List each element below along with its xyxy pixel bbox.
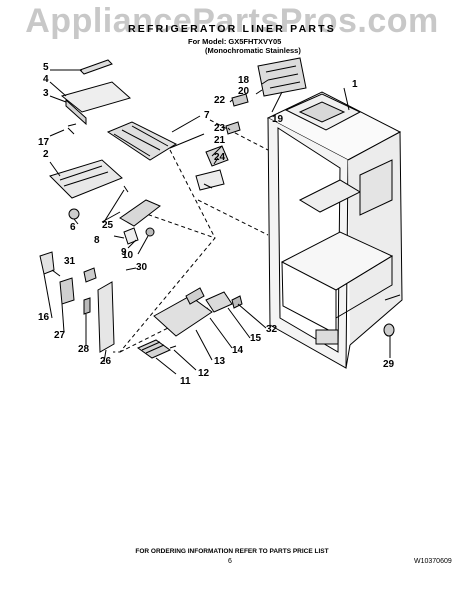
callout-13: 13 — [214, 356, 226, 367]
callout-18: 18 — [238, 75, 250, 86]
ordering-note: FOR ORDERING INFORMATION REFER TO PARTS … — [135, 548, 329, 555]
page-title: REFRIGERATOR LINER PARTS — [128, 23, 336, 35]
part-5-bracket — [79, 59, 113, 75]
callout-11: 11 — [180, 376, 191, 387]
part-15-bracket — [205, 291, 233, 313]
callout-6: 6 — [70, 222, 76, 233]
callout-9: 9 — [121, 247, 127, 258]
callout-7: 7 — [204, 110, 210, 121]
callout-12: 12 — [198, 368, 210, 379]
part-25-screw — [123, 185, 129, 193]
part-6-knob — [68, 208, 80, 220]
leader-lines — [43, 69, 391, 375]
model-line: For Model: GX5FHTXVY05 — [188, 37, 282, 46]
part-26-duct — [97, 281, 115, 353]
part-21-damper — [205, 145, 229, 167]
part-9-bulb — [123, 227, 139, 245]
callout-8: 8 — [94, 235, 100, 246]
callout-10: 10 — [122, 250, 134, 261]
part-14-cover — [185, 287, 205, 305]
liner-part-1 — [266, 87, 403, 369]
part-8-bracket — [119, 199, 161, 227]
callout-5: 5 — [43, 62, 49, 73]
part-23-clip — [225, 121, 241, 135]
callout-14: 14 — [232, 345, 244, 356]
callout-29: 29 — [383, 359, 395, 370]
part-29-leveler — [383, 323, 395, 337]
part-24-heater — [195, 169, 225, 191]
part-22-clip — [231, 93, 249, 107]
callout-4: 4 — [43, 74, 49, 85]
callout-2: 2 — [43, 149, 49, 160]
callout-25: 25 — [102, 220, 114, 231]
part-16-bracket — [39, 251, 55, 275]
callout-22: 22 — [214, 95, 226, 106]
callout-15: 15 — [250, 333, 262, 344]
callout-26: 26 — [100, 356, 112, 367]
callout-17: 17 — [38, 137, 50, 148]
callout-32: 32 — [266, 324, 278, 335]
variant-line: (Monochromatic Stainless) — [205, 46, 301, 55]
part-17-screw — [67, 123, 77, 135]
callout-23: 23 — [214, 123, 226, 134]
document-number: W10370609 — [414, 558, 452, 565]
callout-21: 21 — [214, 135, 226, 146]
part-13-housing — [153, 295, 213, 337]
part-4-housing — [60, 81, 132, 113]
callout-3: 3 — [43, 88, 49, 99]
part-12-screw — [169, 345, 177, 349]
part-27-bracket — [59, 277, 75, 305]
part-10-socket — [145, 227, 155, 237]
callout-20: 20 — [238, 86, 250, 97]
callout-27: 27 — [54, 330, 66, 341]
callout-28: 28 — [78, 344, 90, 355]
callout-16: 16 — [38, 312, 50, 323]
watermark: AppliancePartsPros.com — [25, 2, 439, 40]
callout-19: 19 — [272, 114, 284, 125]
callout-30: 30 — [136, 262, 148, 273]
callout-1: 1 — [352, 79, 358, 90]
page-number: 6 — [228, 558, 232, 565]
callout-31: 31 — [64, 256, 76, 267]
callout-24: 24 — [214, 152, 226, 163]
